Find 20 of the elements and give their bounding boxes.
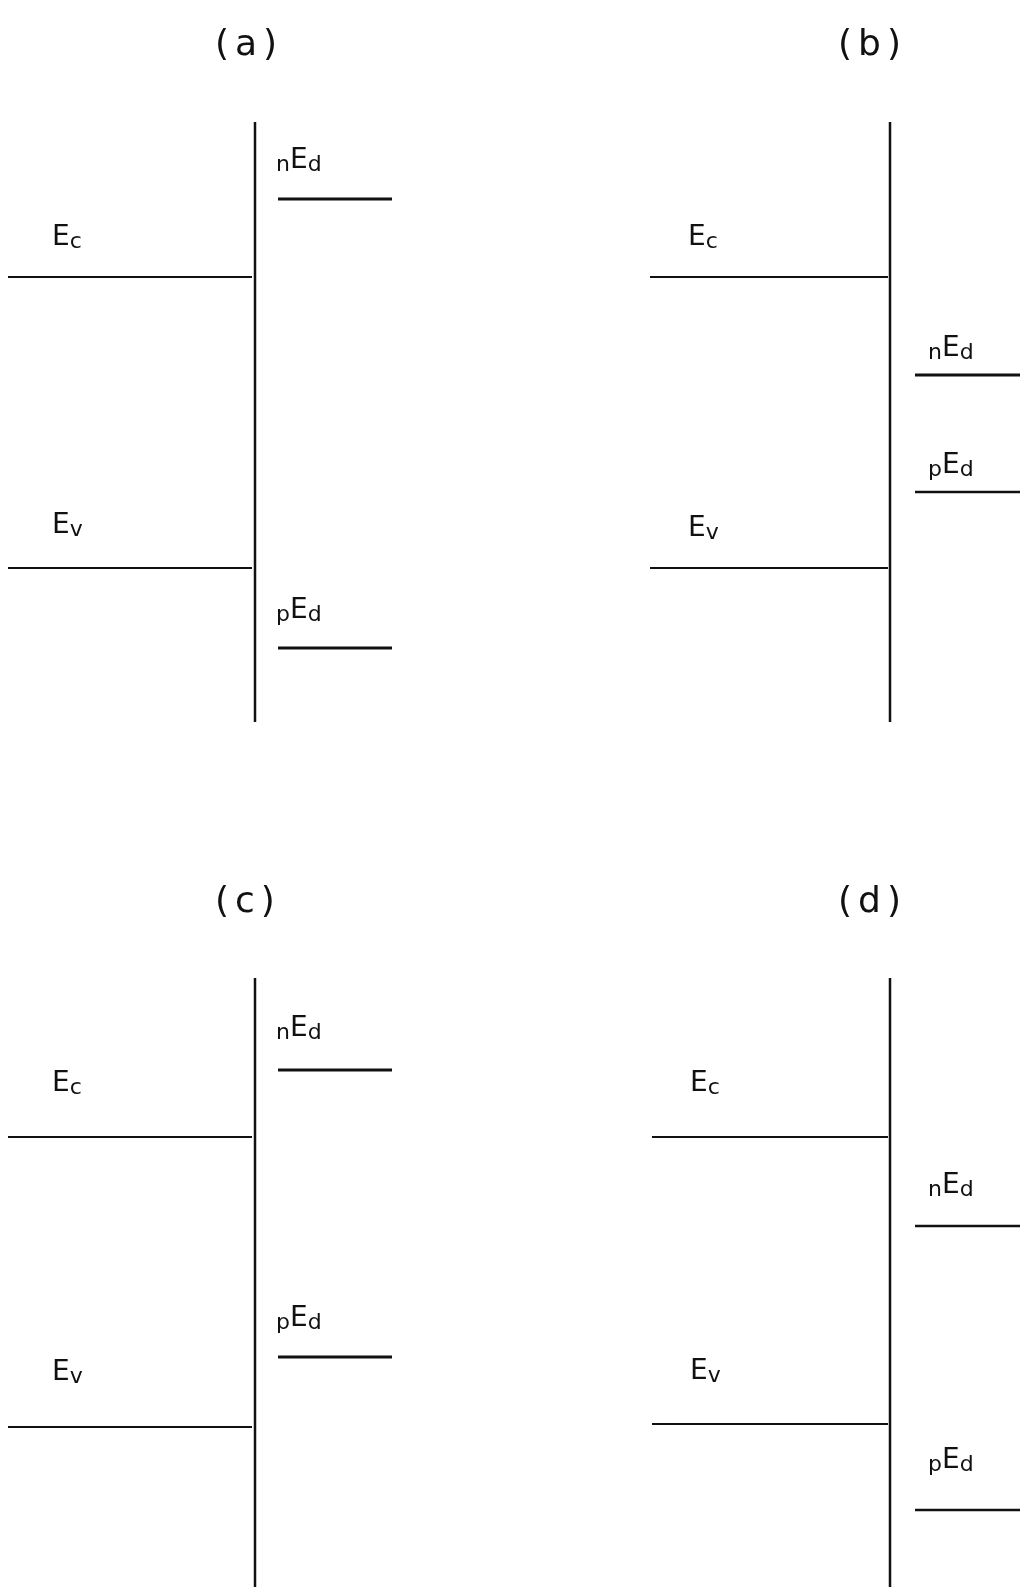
energy-level-label: $_{p}$E$_{d}$: [928, 1445, 974, 1476]
energy-level-label: $_{p}$E$_{d}$: [276, 595, 322, 626]
panel-label: (c): [215, 882, 281, 918]
energy-level-label: $_{n}$E$_{d}$: [928, 1170, 974, 1201]
energy-level-label: E$_{v}$: [52, 510, 83, 541]
energy-level-label: E$_{c}$: [52, 222, 82, 253]
panel-label: (a): [215, 25, 284, 61]
energy-level-label: E$_{c}$: [690, 1068, 720, 1099]
panel-label: (b): [838, 25, 907, 61]
energy-level-label: E$_{v}$: [52, 1357, 83, 1388]
energy-level-label: $_{n}$E$_{d}$: [276, 145, 322, 176]
energy-level-label: E$_{c}$: [688, 222, 718, 253]
energy-level-label: $_{n}$E$_{d}$: [276, 1013, 322, 1044]
panel-label: (d): [838, 882, 907, 918]
energy-level-label: $_{p}$E$_{d}$: [928, 450, 974, 481]
energy-level-label: E$_{v}$: [690, 1356, 721, 1387]
energy-level-label: E$_{c}$: [52, 1068, 82, 1099]
energy-level-label: $_{p}$E$_{d}$: [276, 1303, 322, 1334]
energy-level-label: E$_{v}$: [688, 513, 719, 544]
energy-level-label: $_{n}$E$_{d}$: [928, 333, 974, 364]
